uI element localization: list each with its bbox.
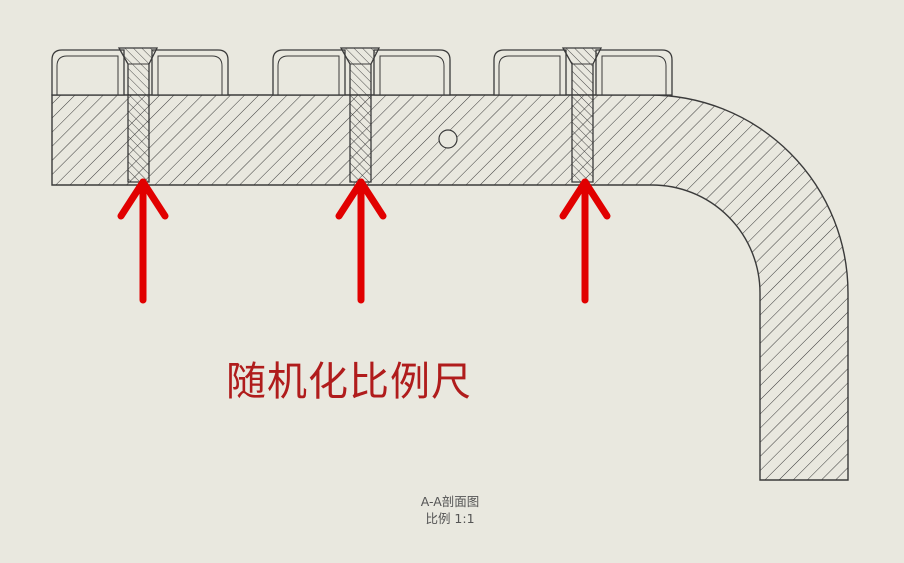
section-label: A-A剖面图 比例 1:1 [380,493,520,527]
caption-text: 随机化比例尺 [226,359,472,405]
fastener-3 [561,47,603,183]
fastener-1 [117,47,159,183]
arrow-up-icon [335,178,387,304]
screw-heads-1 [51,49,229,96]
caption-background [168,356,554,408]
hole [438,129,458,149]
section-title: A-A剖面图 [420,494,480,509]
bracket-section [51,94,849,481]
fastener-2 [339,47,381,183]
scale-label: 比例 1:1 [425,511,475,526]
arrow-up-icon [117,178,169,304]
screw-heads-3 [493,49,673,96]
screw-heads-2 [272,49,451,96]
arrow-up-icon [559,178,611,304]
